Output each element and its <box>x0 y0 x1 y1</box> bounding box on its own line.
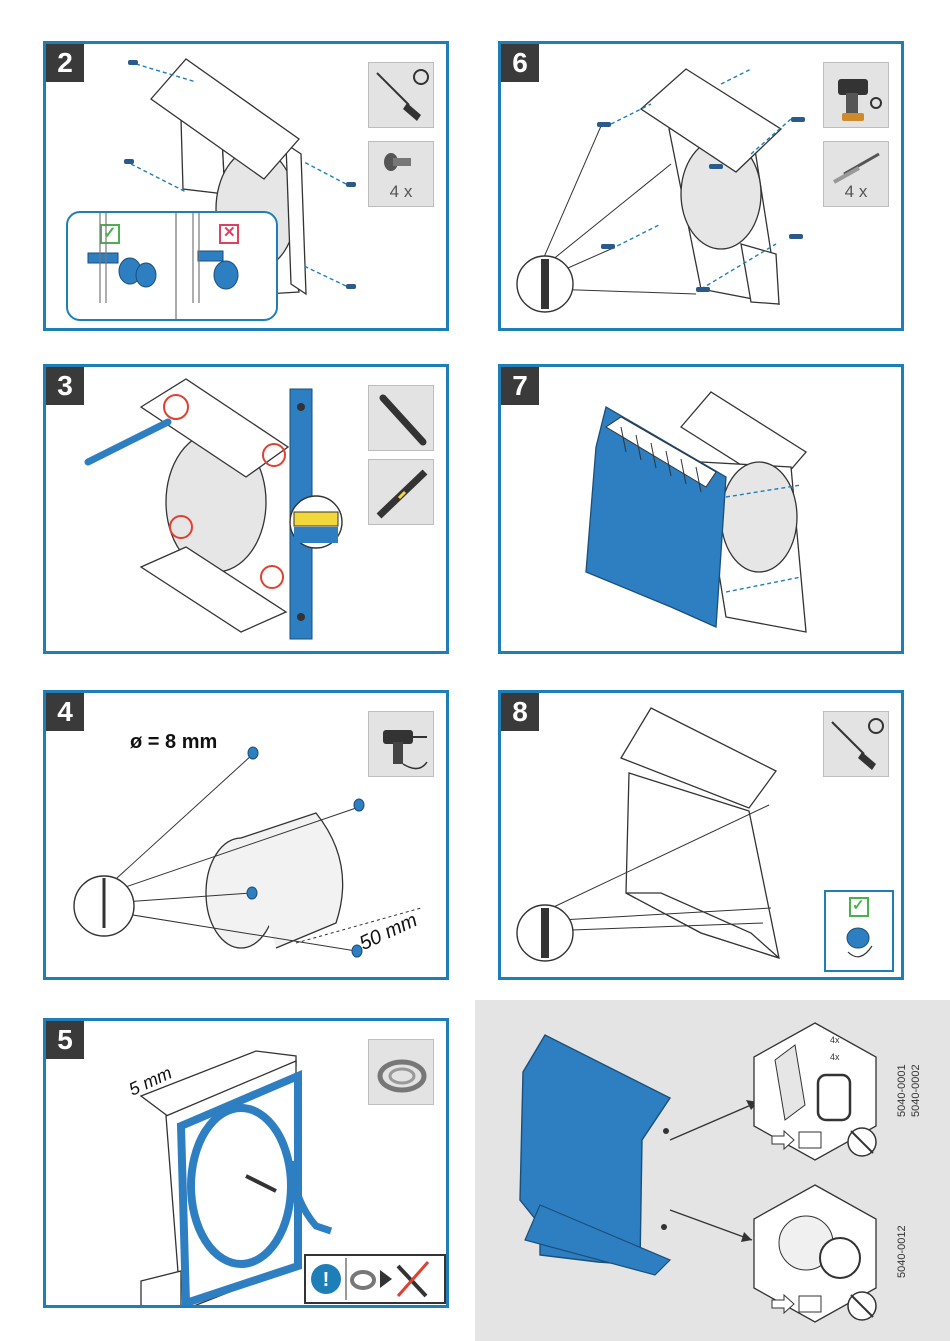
washer-detail-callout: ✓ ✕ <box>66 211 278 321</box>
kit-1-count-b: 4x <box>830 1052 840 1062</box>
grille-mounting-illustration <box>585 391 807 633</box>
step-5-panel: 5 5 mm ! <box>43 1018 449 1308</box>
step-number: 6 <box>501 44 539 82</box>
step-3-panel: 3 <box>43 364 449 654</box>
drilling-illustration <box>73 746 422 958</box>
spirit-level-icon <box>376 469 428 519</box>
step-number: 4 <box>46 693 84 731</box>
washer-ok-detail: ✓ <box>824 890 894 972</box>
part-number-5040-0012: 5040-0012 <box>896 1225 908 1278</box>
part-number-5040-0002: 5040-0002 <box>910 1064 922 1117</box>
hole-diameter-label: ø = 8 mm <box>130 731 218 753</box>
final-screwing-illustration <box>516 707 780 962</box>
sealing-tape-icon <box>350 1270 376 1290</box>
step-number: 8 <box>501 693 539 731</box>
sealing-tape-tool <box>368 1039 434 1105</box>
torx-screwdriver-tool <box>823 711 889 777</box>
not-ok-cross-icon: ✕ <box>223 224 236 241</box>
sealing-tape-illustration <box>139 1050 333 1305</box>
step-number: 2 <box>46 44 84 82</box>
screw-count-label: 4 x <box>389 182 413 201</box>
washer-detail-art <box>846 897 873 958</box>
part-number-5040-0001: 5040-0001 <box>896 1064 908 1117</box>
cordless-drill-tool <box>823 62 889 128</box>
step-2-panel: 2 <box>43 41 449 331</box>
torx-screwdriver-tool <box>368 62 434 128</box>
hood-mounting-illustration <box>124 58 356 296</box>
step-4-panel: 4 ø = 8 mm 50 mm <box>43 690 449 980</box>
screw-count-tool: 4 x <box>368 141 434 207</box>
pencil-icon <box>379 394 427 446</box>
step-7-panel: 7 <box>498 364 904 654</box>
screw-plug-count-tool: 4 x <box>823 141 889 207</box>
screw-icon <box>833 152 880 184</box>
screwdriver-icon <box>376 69 429 121</box>
drill-icon <box>383 730 428 770</box>
info-icon <box>311 1264 341 1294</box>
step-number: 7 <box>501 367 539 405</box>
tape-warning-box: ! <box>304 1254 446 1304</box>
spirit-level-tool <box>368 459 434 525</box>
ok-check-icon: ✓ <box>852 897 865 914</box>
kit-1-count-a: 4x <box>830 1035 840 1045</box>
cordless-drill-icon <box>838 79 882 121</box>
hammer-drill-tool <box>368 711 434 777</box>
step-number: 3 <box>46 367 84 405</box>
marking-holes-illustration <box>84 378 343 640</box>
step-6-panel: 6 <box>498 41 904 331</box>
screw-icon <box>384 153 411 171</box>
warning-icons: ! <box>311 1258 430 1300</box>
accessories-area <box>475 1000 950 1341</box>
sealing-tape-icon <box>377 1059 427 1093</box>
washer-detail-art <box>87 213 239 319</box>
fixing-screws-illustration <box>516 68 805 313</box>
step-number: 5 <box>46 1021 84 1059</box>
screwdriver-icon <box>831 718 884 770</box>
screw-count-label: 4 x <box>844 182 868 201</box>
svg-text:!: ! <box>323 1269 330 1291</box>
pencil-tool <box>368 385 434 451</box>
ok-check-icon: ✓ <box>103 225 117 242</box>
step-8-panel: 8 ✓ <box>498 690 904 980</box>
